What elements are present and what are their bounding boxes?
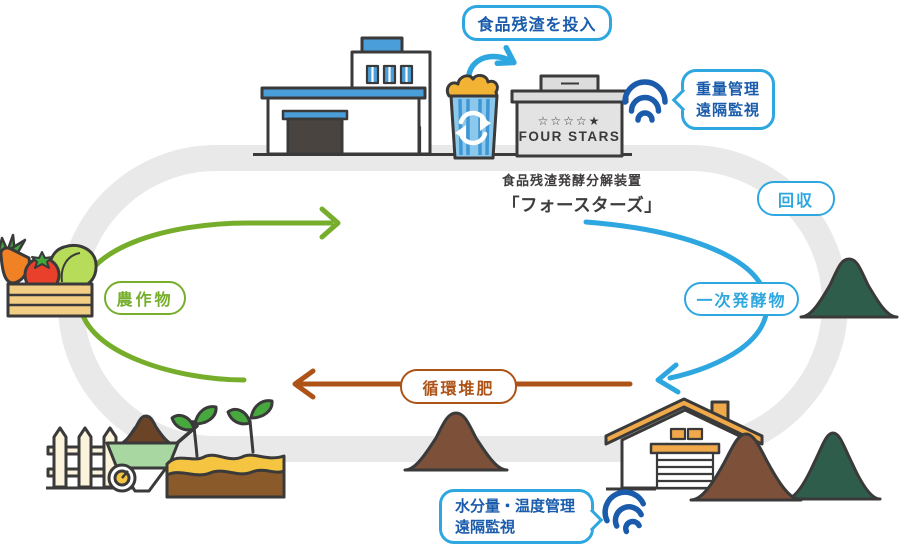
machine-star-rating: ☆☆☆☆★ — [537, 114, 602, 128]
barn-garage-door — [655, 451, 715, 490]
garden-bed-illustration — [165, 399, 286, 499]
green-mound-right — [799, 257, 899, 319]
primary-ferment-arrowhead — [655, 362, 681, 395]
factory-hall-roof — [260, 86, 427, 100]
label-crops: 農作物 — [104, 281, 186, 315]
bubble-input-text: 食品残渣を投入 — [477, 17, 597, 34]
barn-roof — [604, 397, 764, 446]
bubble-weight-line2: 遠隔監視 — [695, 101, 760, 119]
machine-body — [515, 100, 624, 158]
bubble-moisture-monitoring: 水分量・温度管理 遠隔監視 — [439, 489, 604, 544]
bin-stripes — [458, 98, 490, 156]
barn-window — [669, 427, 687, 441]
fence-picket — [77, 426, 93, 489]
crate — [6, 282, 94, 318]
lettuce — [47, 244, 98, 291]
machine-caption: 食品残渣発酵分解装置 「フォースターズ」 — [502, 170, 662, 217]
label-collection: 回収 — [757, 181, 835, 216]
label-primary-ferment: 一次発酵物 — [684, 282, 799, 316]
barn-window — [686, 427, 704, 441]
waste-bin-illustration — [445, 73, 499, 160]
recycle-icon — [455, 110, 491, 146]
vegetable-crate-illustration — [0, 233, 98, 318]
machine-brand-name: FOUR STARS — [518, 129, 621, 144]
label-circular-compost: 循環堆肥 — [400, 369, 517, 404]
green-mound-barn — [784, 431, 882, 501]
sprout — [226, 399, 274, 454]
wifi-icon — [602, 489, 647, 535]
bin-body — [449, 94, 499, 160]
factory-windows — [365, 64, 414, 85]
factory-rooftop-unit — [360, 36, 404, 54]
machine-caption-line2: 「フォースターズ」 — [502, 195, 663, 215]
crops-arrowhead — [319, 206, 341, 240]
machine-top-band — [510, 89, 629, 104]
compost-pile — [117, 414, 175, 446]
fermentation-machine-illustration — [510, 74, 629, 158]
bubble-weight-monitoring: 重量管理 遠隔監視 — [671, 69, 775, 130]
fence-picket — [52, 426, 68, 489]
input-arrowhead — [494, 44, 517, 67]
machine-caption-line1: 食品残渣発酵分解装置 — [502, 173, 643, 188]
bubble-moisture-line1: 水分量・温度管理 — [455, 497, 576, 515]
compost-mound-center — [403, 411, 509, 472]
bed-soil — [165, 468, 286, 499]
bubble-moisture-line2: 遠隔監視 — [455, 518, 516, 536]
bubble-weight-line1: 重量管理 — [695, 80, 760, 98]
factory-garage-door — [286, 117, 344, 156]
barn-garage-lintel — [649, 442, 721, 455]
barn-illustration — [604, 397, 764, 491]
food-waste-blob — [445, 73, 499, 98]
brown-mound-barn — [689, 432, 803, 502]
factory-illustration — [253, 36, 632, 156]
compost-arrowhead — [292, 368, 316, 400]
wifi-icon — [622, 79, 668, 123]
bubble-input-waste: 食品残渣を投入 — [462, 5, 612, 41]
sprout — [170, 405, 218, 458]
